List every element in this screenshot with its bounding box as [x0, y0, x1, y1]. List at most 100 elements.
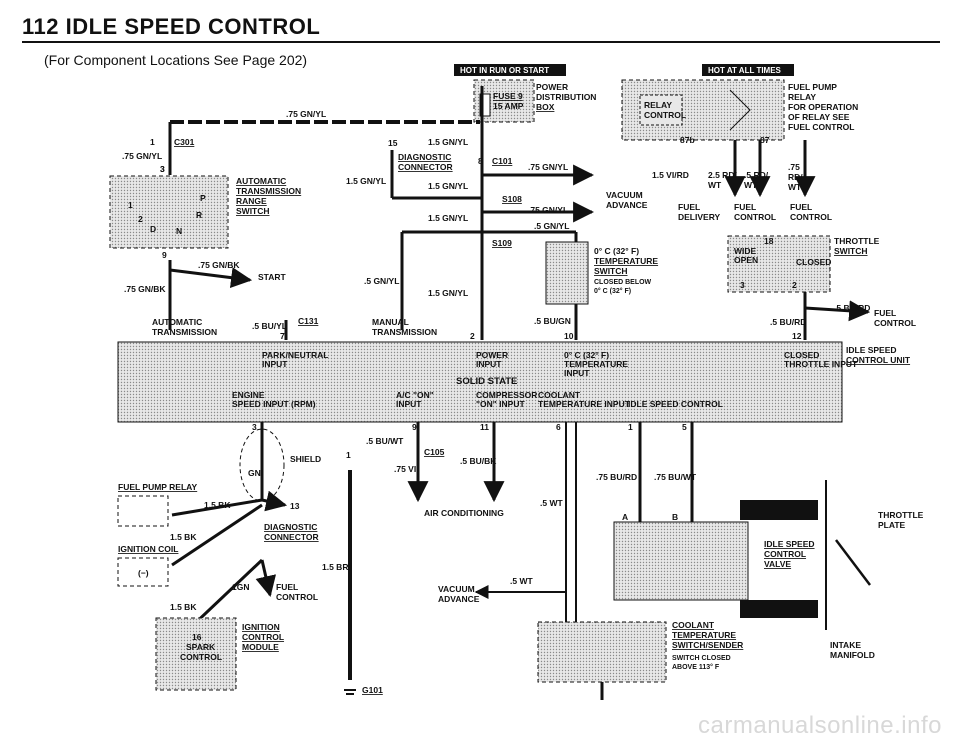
closed-thr-1: CLOSED — [784, 350, 819, 360]
wl-5burd-b: .5 BU/RD — [770, 317, 806, 327]
wl-5bugn: .5 BU/GN — [534, 316, 571, 326]
fc-d-1: FUEL — [276, 582, 298, 592]
isc-valve-3: VALVE — [764, 559, 791, 569]
c101-label: C101 — [492, 156, 513, 166]
spark-3: CONTROL — [180, 652, 222, 662]
coolant-temp-switch: COOLANT TEMPERATURE SWITCH/SENDER SWITCH… — [537, 620, 743, 700]
wire-labels: .75 GN/YL 1 C301 .75 GN/YL 3 1.5 GN/YL 1… — [122, 109, 916, 612]
engine-speed-2: SPEED INPUT (RPM) — [232, 399, 316, 409]
power-wires — [168, 86, 871, 340]
auto-trans-range-switch: AUTOMATIC TRANSMISSION RANGE SWITCH P R … — [109, 164, 301, 260]
pin-9b: 9 — [412, 422, 417, 432]
pin-11: 11 — [480, 422, 489, 432]
temp-input-1: 0° C (32° F) — [564, 350, 609, 360]
wl-15bk-a: 1.5 BK — [204, 500, 231, 510]
wide-1: WIDE — [734, 246, 757, 256]
coil-minus: (−) — [138, 568, 149, 578]
wl-15br: 1.5 BR — [322, 562, 348, 572]
cts-3: SWITCH/SENDER — [672, 640, 743, 650]
wl-15gnyl-b: 1.5 GN/YL — [346, 176, 386, 186]
fuel-del-1: FUEL — [678, 202, 700, 212]
ac-on-1: A/C "ON" — [396, 390, 434, 400]
wl-15bk-b: 1.5 BK — [170, 532, 197, 542]
pin-3-lower: 3 — [252, 422, 257, 432]
diag-1: DIAGNOSTIC — [398, 152, 451, 162]
icm-3: MODULE — [242, 642, 279, 652]
ts-5: 0° C (32° F) — [594, 287, 631, 295]
fc-c-2: CONTROL — [874, 318, 916, 328]
temp-input-3: INPUT — [564, 368, 590, 378]
vac-adv-1: VACUUM — [606, 190, 643, 200]
relay-control-1: RELAY — [644, 100, 672, 110]
air-cond-label: AIR CONDITIONING — [424, 508, 504, 518]
wl-1gn: 1GN — [232, 582, 249, 592]
pin-3b: 3 — [740, 280, 745, 290]
fc-a-1: FUEL — [734, 202, 756, 212]
fc-b-2: CONTROL — [790, 212, 832, 222]
power-input-2: INPUT — [476, 359, 502, 369]
cts-4: SWITCH CLOSED — [672, 655, 731, 662]
power-input-1: POWER — [476, 350, 508, 360]
pin-1t: 1 — [128, 200, 133, 210]
fpr-note-2: RELAY — [788, 92, 816, 102]
vac-adv2-2: ADVANCE — [438, 594, 480, 604]
fuel-del-2: DELIVERY — [678, 212, 721, 222]
fpr-note-5: FUEL CONTROL — [788, 122, 854, 132]
wl-15gnyl-e: 1.5 GN/YL — [428, 288, 468, 298]
atrs-3: RANGE — [236, 196, 267, 206]
pin-7: 7 — [280, 331, 285, 341]
isc-unit-2: CONTROL UNIT — [846, 355, 911, 365]
auto-trans-1: AUTOMATIC — [152, 317, 202, 327]
throttle-plate-2: PLATE — [878, 520, 906, 530]
ignition-control-module: 16 SPARK CONTROL IGNITION CONTROL MODULE — [155, 617, 284, 691]
wl-15gnyl-c: 1.5 GN/YL — [428, 181, 468, 191]
atrs-1: AUTOMATIC — [236, 176, 286, 186]
wl-5rdwt-1: .5 RD/ — [744, 170, 769, 180]
idle-speed-control-valve: IDLE SPEED CONTROL VALVE A B THROTTLE PL… — [613, 480, 924, 660]
intake-2: MANIFOLD — [830, 650, 875, 660]
s108-label: S108 — [502, 194, 522, 204]
pin-5: 5 — [682, 422, 687, 432]
wl-5bubk: .5 BU/BK — [460, 456, 497, 466]
wl-15gnyl-d: 1.5 GN/YL — [428, 213, 468, 223]
fuse-amp: 15 AMP — [493, 101, 524, 111]
icm-2: CONTROL — [242, 632, 284, 642]
throttle-switch: THROTTLE SWITCH WIDE OPEN CLOSED 18 3 2 — [727, 235, 880, 293]
ts-1: 0° C (32° F) — [594, 246, 639, 256]
isc-valve-2: CONTROL — [764, 549, 806, 559]
page-subtitle: (For Component Locations See Page 202) — [44, 52, 308, 68]
power-distribution-box: FUSE 9 15 AMP POWER DISTRIBUTION BOX — [473, 79, 596, 123]
temp-switch-0c: 0° C (32° F) TEMPERATURE SWITCH CLOSED B… — [545, 241, 658, 305]
atrs-2: TRANSMISSION — [236, 186, 301, 196]
shield-label: SHIELD — [290, 454, 321, 464]
power-dist-label-2: DISTRIBUTION — [536, 92, 596, 102]
ts-3: SWITCH — [594, 266, 628, 276]
diag2-1: DIAGNOSTIC — [264, 522, 317, 532]
fpr-note-1: FUEL PUMP — [788, 82, 837, 92]
spark-1: 16 — [192, 632, 202, 642]
pin-6: 6 — [556, 422, 561, 432]
thr-sw-2: SWITCH — [834, 246, 868, 256]
fuse-id: FUSE 9 — [493, 91, 523, 101]
pin-3: 3 — [160, 164, 165, 174]
pin-1d: 1 — [346, 450, 351, 460]
wl-75gnbk-a: .75 GN/BK — [198, 260, 240, 270]
cts-2: TEMPERATURE — [672, 630, 736, 640]
manual-trans-1: MANUAL — [372, 317, 409, 327]
fc-d-2: CONTROL — [276, 592, 318, 602]
pin-12: 12 — [792, 331, 802, 341]
pin-87: 87 — [760, 135, 770, 145]
ac-on-2: INPUT — [396, 399, 422, 409]
fc-b-1: FUEL — [790, 202, 812, 212]
ground-g101: G101 — [344, 685, 383, 695]
fc-c-1: FUEL — [874, 308, 896, 318]
comp-on-2: "ON" INPUT — [476, 399, 525, 409]
power-dist-label-1: POWER — [536, 82, 568, 92]
wl-5buyl: .5 BU/YL — [252, 321, 287, 331]
wl-75gnyl-d: .75 GN/YL — [528, 205, 568, 215]
fuel-pump-relay-bottom: FUEL PUMP RELAY IGNITION COIL (−) — [117, 482, 198, 587]
wl-15virb: 1.5 VI/RD — [652, 170, 689, 180]
fpr-bottom-label: FUEL PUMP RELAY — [118, 482, 198, 492]
shielded-cable: SHIELD GN 13 DIAGNOSTIC CONNECTOR — [239, 428, 321, 542]
badge-run-start: HOT IN RUN OR START — [454, 64, 566, 76]
